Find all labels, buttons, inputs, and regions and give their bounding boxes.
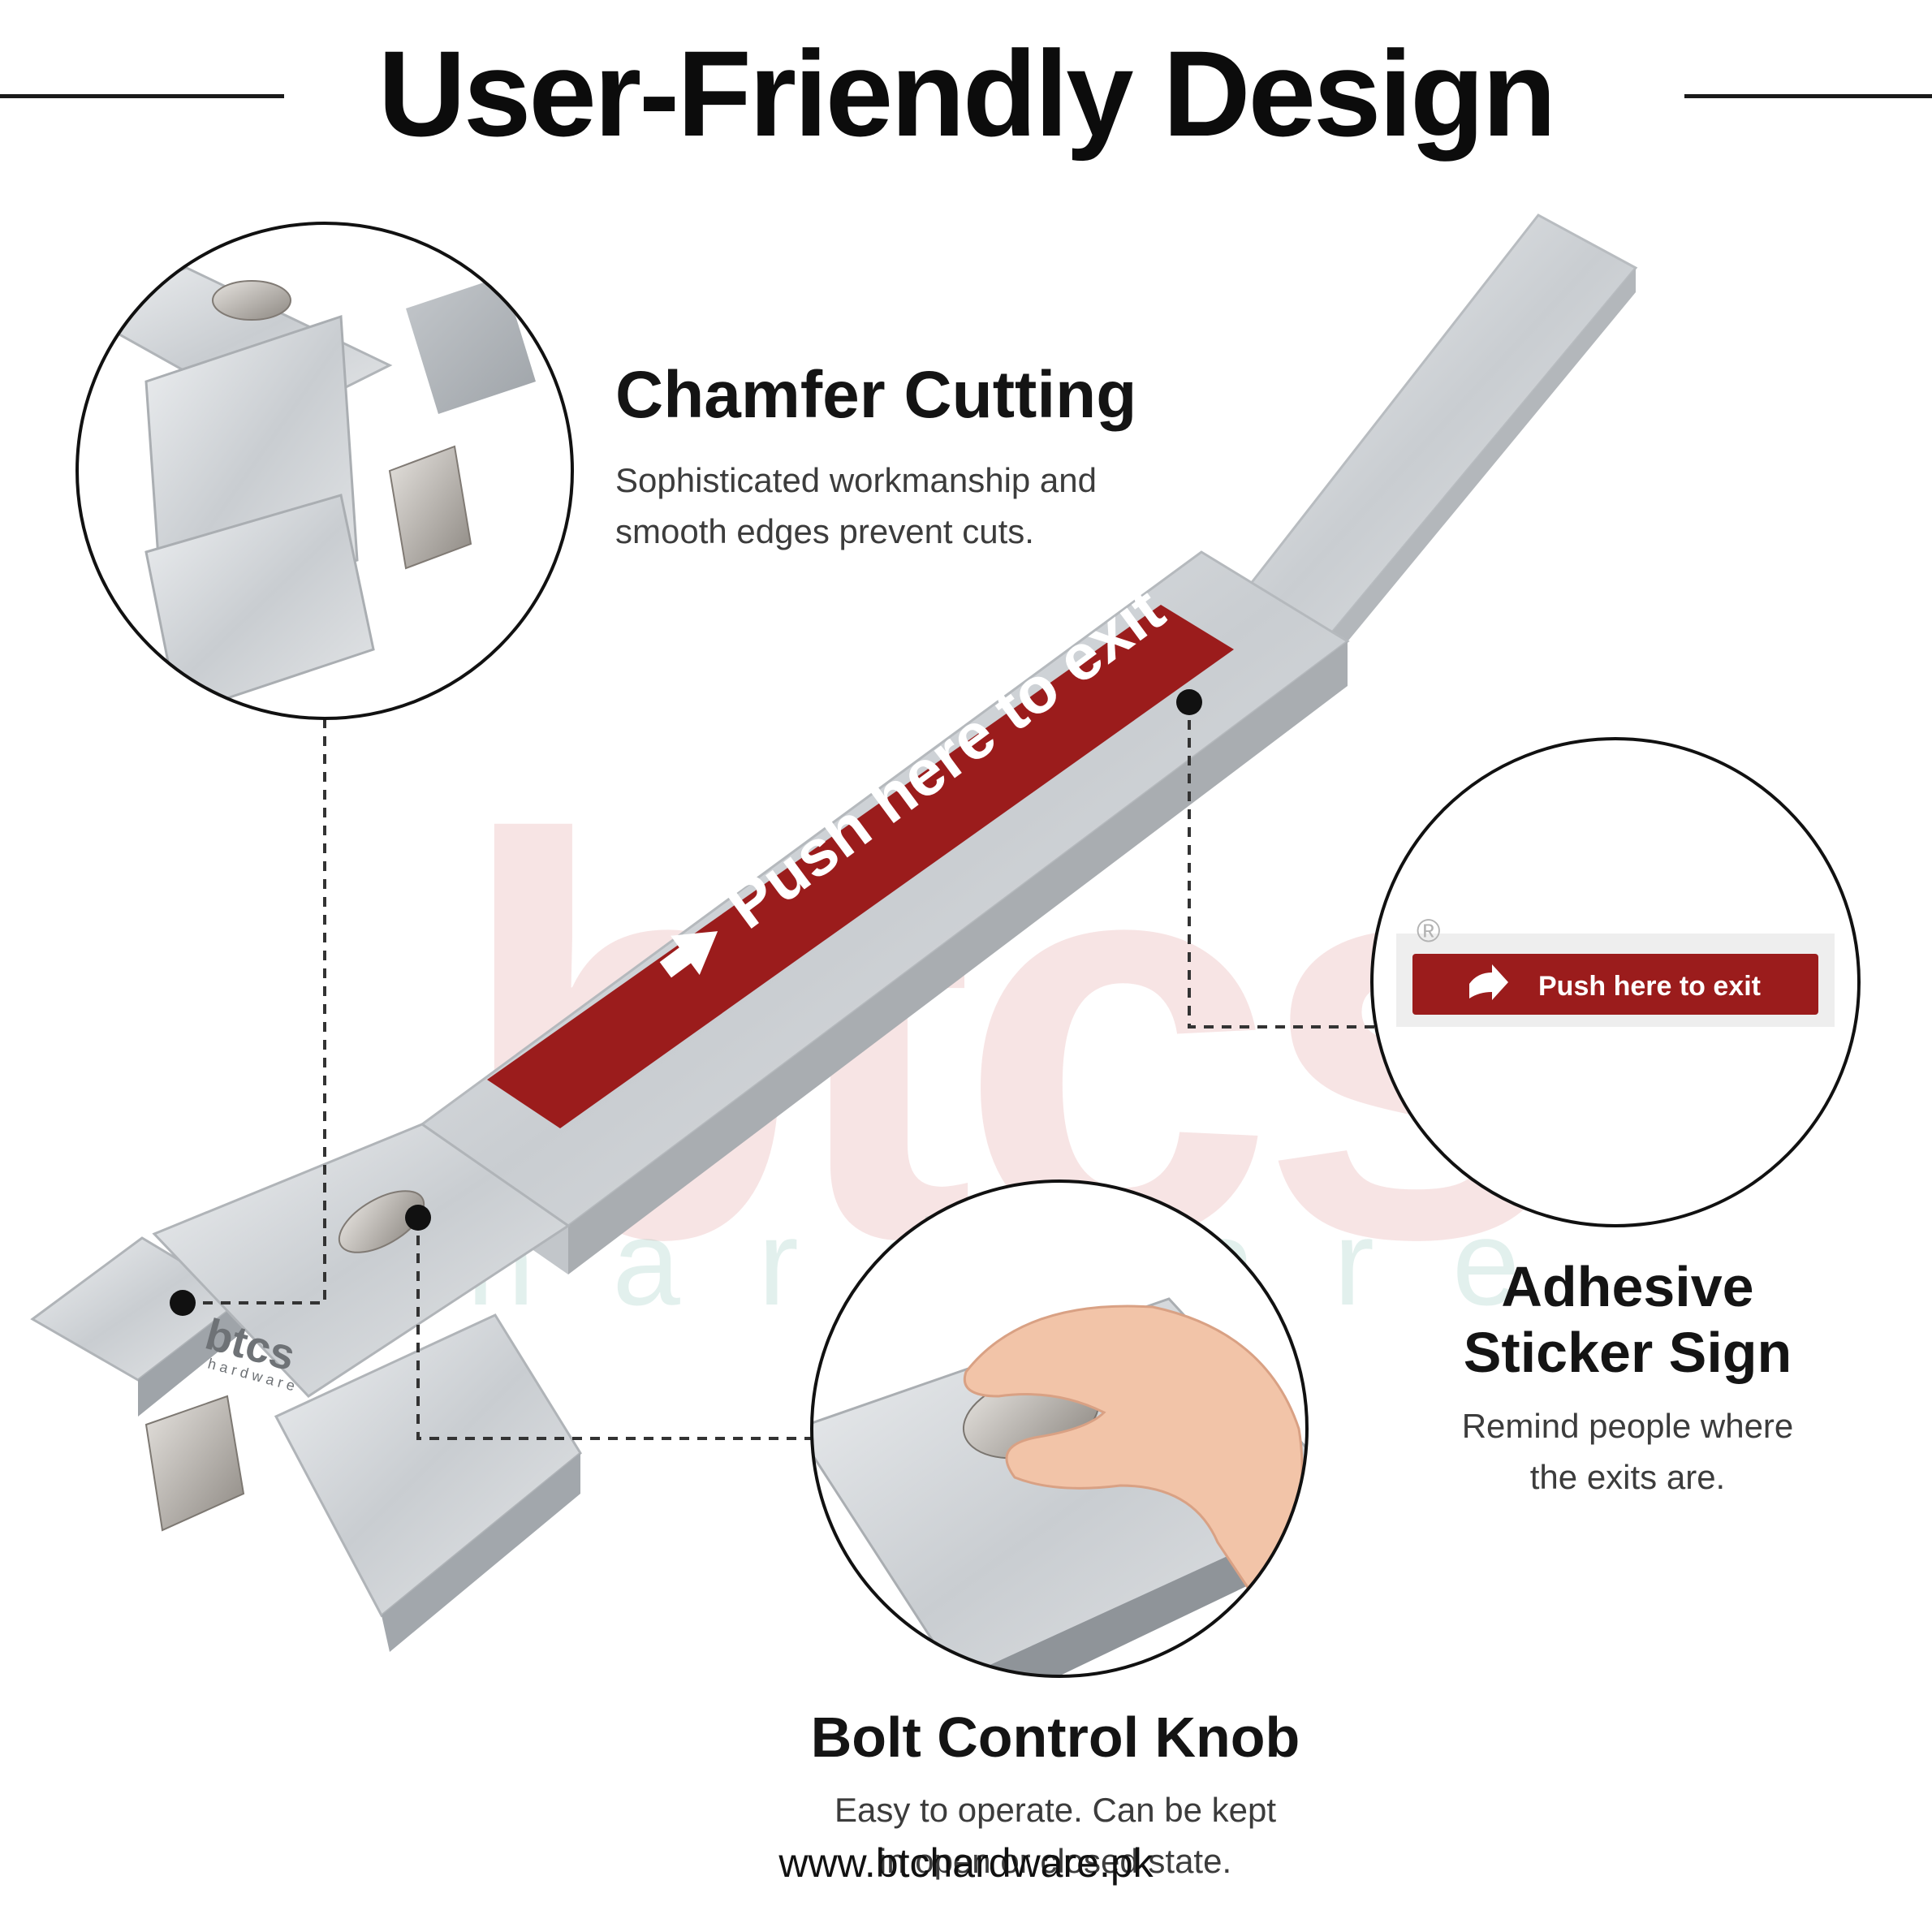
website-url[interactable]: www.btchardware.pk xyxy=(778,1840,1154,1886)
feature-title-knob: Bolt Control Knob xyxy=(810,1706,1300,1769)
leader-chamfer xyxy=(183,718,326,1305)
feature-desc-sticker-line-1: Remind people where xyxy=(1461,1407,1794,1445)
zoom-sticker-label: Push here to exit xyxy=(1538,971,1761,1002)
feature-desc-chamfer-line-1: Sophisticated workmanship and xyxy=(615,461,1098,499)
feature-title-sticker-line-2: Sticker Sign xyxy=(1463,1320,1792,1384)
sticker-arrow-icon xyxy=(1469,964,1508,1000)
feature-desc-sticker-line-2: the exits are. xyxy=(1529,1458,1726,1496)
feature-title-chamfer: Chamfer Cutting xyxy=(615,358,1137,432)
bolt-control-knob xyxy=(338,1190,425,1253)
marker-sticker xyxy=(1176,689,1202,715)
registered-mark: ® xyxy=(1417,913,1440,949)
hand-illustration xyxy=(964,1305,1304,1593)
push-arrow-icon xyxy=(659,931,718,978)
feature-desc-chamfer: Sophisticated workmanship and smooth edg… xyxy=(615,455,1232,557)
leader-sticker xyxy=(1188,702,1380,1029)
title-rule-left xyxy=(0,94,284,98)
page-title: User-Friendly Design xyxy=(377,25,1557,162)
marker-chamfer xyxy=(170,1290,196,1316)
feature-desc-knob: Easy to operate. Can be kept in open or … xyxy=(714,1784,1396,1887)
end-housing: btcs hardware xyxy=(30,1123,582,1652)
title-rule-right xyxy=(1684,94,1932,98)
leader-knob xyxy=(416,1218,812,1440)
feature-desc-knob-line-1: Easy to operate. Can be kept xyxy=(834,1791,1276,1829)
zoom-circle-chamfer xyxy=(75,222,574,720)
feature-desc-knob-line-2: in open or closed state. xyxy=(878,1842,1232,1880)
zoom-circle-sticker: Push here to exit ® xyxy=(1370,737,1861,1227)
marker-knob xyxy=(405,1205,431,1231)
feature-desc-sticker: Remind people where the exits are. xyxy=(1388,1400,1867,1503)
feature-desc-chamfer-line-2: smooth edges prevent cuts. xyxy=(615,512,1034,550)
zoom-circle-knob xyxy=(810,1179,1309,1678)
rail-back xyxy=(1248,213,1638,649)
feature-title-sticker-line-1: Adhesive xyxy=(1501,1255,1754,1318)
feature-title-sticker: Adhesive Sticker Sign xyxy=(1388,1254,1867,1385)
